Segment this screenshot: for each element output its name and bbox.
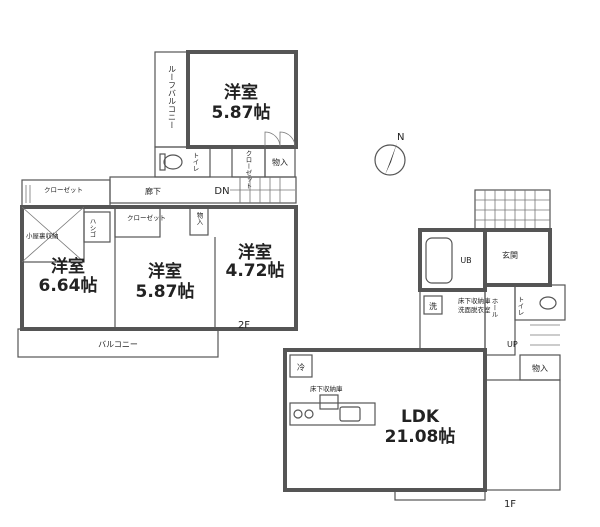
- floor-storage-label: 床下収納庫: [310, 384, 343, 393]
- storage-1f-label: 物入: [532, 363, 548, 373]
- floor-2f-label: 2F: [238, 320, 250, 331]
- storage-2f-label: 物入: [272, 157, 288, 167]
- room-mid-size: 5.87帖: [136, 281, 195, 302]
- balcony: [17, 328, 219, 358]
- closet-mid-label: クローゼット: [127, 213, 166, 222]
- floor-1f-label: 1F: [504, 499, 516, 510]
- entrance-label: 玄関: [502, 250, 518, 260]
- room-left-name: 洋室: [51, 256, 85, 277]
- sink-icon: [339, 406, 361, 422]
- ldk-size: 21.08帖: [385, 426, 456, 447]
- deck: [394, 489, 486, 501]
- compass-circle: [374, 144, 406, 176]
- toilet-tank-icon: [159, 153, 166, 171]
- stove-burner-icon: [304, 409, 314, 419]
- north-arrow: N: [374, 132, 406, 176]
- washer-label: 洗: [429, 301, 437, 311]
- fridge: [289, 354, 313, 378]
- stairs-up-label: UP: [507, 340, 518, 349]
- closet-mid: [114, 206, 161, 238]
- attic-ladder: [83, 211, 111, 243]
- ldk-name: LDK: [401, 407, 440, 427]
- north-label: N: [397, 132, 404, 143]
- washer-icon: [423, 295, 443, 315]
- closet-left-label: クローゼット: [44, 185, 83, 194]
- balcony-label: バルコニー: [98, 340, 138, 349]
- room-right-size: 4.72帖: [226, 260, 285, 281]
- floor-storage-hatch: [319, 394, 339, 410]
- porch-tiles: [475, 190, 550, 230]
- kitchen-counter: [289, 402, 376, 426]
- ldk: [283, 348, 487, 492]
- attic-storage-label: 小屋裏収納: [26, 231, 59, 240]
- toilet-1f: [514, 284, 566, 321]
- storage-small: [189, 206, 209, 236]
- attic-ladder-label: ハシゴ: [88, 218, 96, 238]
- hallway-label: 廊下: [145, 186, 161, 196]
- stairs-dn-label: DN: [214, 186, 229, 197]
- room-top-size: 5.87帖: [212, 102, 271, 123]
- washroom-storage-label: 床下収納庫: [458, 296, 491, 305]
- room-top-name: 洋室: [224, 82, 258, 103]
- storage-small-label: 物入: [195, 211, 203, 226]
- north-needle-icon: [385, 143, 397, 175]
- room-right-name: 洋室: [238, 242, 272, 263]
- door-swing: [279, 131, 296, 148]
- toilet-1f-label: トイレ: [516, 296, 524, 316]
- toilet-bowl-icon: [163, 154, 183, 170]
- attic-cross: [21, 206, 85, 263]
- ldk-annex: [484, 379, 561, 491]
- bathtub-icon: [425, 237, 453, 284]
- first-floor: UB 玄関 洗 洗面脱衣室 床下収納庫 ホール トイレ UP 物入 冷 床下収納…: [283, 189, 566, 510]
- closet-small-label: クローゼット: [244, 150, 252, 190]
- room-left-size: 6.64帖: [39, 275, 98, 296]
- roof-balcony-label: ルーフバルコニー: [168, 65, 177, 129]
- second-floor: ルーフバルコニー 洋室 5.87帖 トイレ クローゼット 物入 廊下 DN クロ…: [17, 50, 298, 358]
- hall-label: ホール: [490, 298, 498, 318]
- washroom-label: 洗面脱衣室: [458, 305, 491, 314]
- door-swing: [264, 131, 281, 148]
- toilet-2f-label: トイレ: [191, 152, 199, 172]
- fridge-label: 冷: [297, 362, 305, 372]
- room-mid-name: 洋室: [148, 261, 182, 282]
- toilet-bowl-icon: [539, 296, 557, 310]
- stove-burner-icon: [293, 409, 303, 419]
- bath-label: UB: [460, 256, 471, 265]
